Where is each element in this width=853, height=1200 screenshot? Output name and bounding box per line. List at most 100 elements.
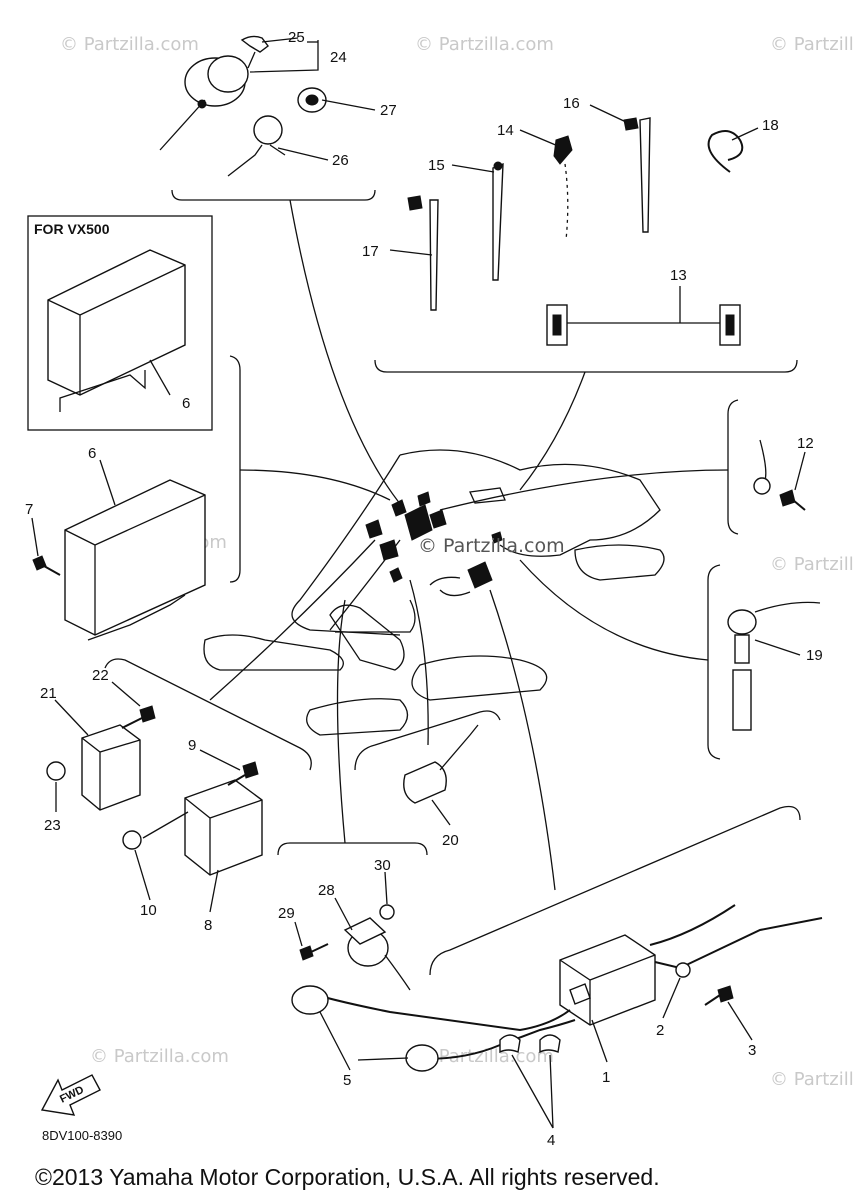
module-body xyxy=(184,779,263,876)
callout-16: 16 xyxy=(563,95,580,112)
lead-line xyxy=(336,599,346,844)
bolt-head xyxy=(242,761,259,779)
part-main-switch xyxy=(159,35,269,151)
leader xyxy=(451,164,495,173)
leader xyxy=(319,1011,409,1071)
watermark: © Partzilla.com xyxy=(770,1069,853,1090)
part-29-bolt xyxy=(299,943,329,961)
part-27-ring xyxy=(297,87,327,113)
stop-switch-wire xyxy=(227,144,286,177)
lead-line xyxy=(489,589,556,891)
leader xyxy=(662,977,681,1019)
callout-14: 14 xyxy=(497,122,514,139)
leader xyxy=(519,129,559,147)
callout-25: 25 xyxy=(288,29,305,46)
module-edge xyxy=(184,797,263,875)
bracket-top-left xyxy=(171,189,376,201)
callout-27: 27 xyxy=(380,102,397,119)
leader xyxy=(277,147,329,161)
lead-line xyxy=(239,469,391,501)
plug-cap xyxy=(405,1044,439,1072)
copyright-footer: ©2013 Yamaha Motor Corporation, U.S.A. A… xyxy=(35,1164,660,1190)
part-9-bolt xyxy=(227,761,259,786)
ecu-body xyxy=(64,479,206,636)
sensor-cap xyxy=(727,609,757,635)
hull-edge xyxy=(203,634,344,671)
callout-7: 7 xyxy=(25,501,33,518)
bracket-cdi xyxy=(104,658,312,771)
callout-15: 15 xyxy=(428,157,445,174)
leader xyxy=(731,127,759,141)
ecu-connector xyxy=(87,594,186,641)
leader xyxy=(54,699,89,736)
lead-line xyxy=(409,579,429,746)
leader xyxy=(321,99,376,111)
harness-lines xyxy=(209,199,729,891)
leader xyxy=(199,749,241,771)
part-8-module xyxy=(184,779,263,876)
part-12-ground xyxy=(753,439,806,511)
callout-30: 30 xyxy=(374,857,391,874)
bracket-coil xyxy=(429,805,801,976)
callout-23: 23 xyxy=(44,817,61,834)
switch-wire xyxy=(159,99,206,151)
capacitor-body xyxy=(403,761,447,804)
bracket-ground xyxy=(727,399,739,535)
coil-edge xyxy=(559,954,656,1025)
inset-ecu-edge xyxy=(47,264,186,395)
leader-lines xyxy=(31,37,806,1129)
inset-frame xyxy=(27,215,213,431)
clamp xyxy=(539,1034,561,1054)
callout-6-inset: 6 xyxy=(182,395,190,412)
leader xyxy=(334,897,353,931)
callout-28: 28 xyxy=(318,882,335,899)
callout-29: 29 xyxy=(278,905,295,922)
connector xyxy=(389,567,403,583)
lead-line xyxy=(519,559,709,661)
leader xyxy=(794,451,806,491)
callout-26: 26 xyxy=(332,152,349,169)
clip-head xyxy=(553,135,573,165)
coil-lead xyxy=(649,904,736,946)
lead-line xyxy=(289,199,406,511)
sensor-wire xyxy=(754,601,821,613)
connector xyxy=(365,519,383,539)
callout-21: 21 xyxy=(40,685,57,702)
group-brackets xyxy=(104,189,801,976)
callout-17: 17 xyxy=(362,243,379,260)
leader xyxy=(31,517,39,557)
part-16-band xyxy=(623,117,651,233)
bolt-head xyxy=(32,555,47,571)
ht-cable xyxy=(299,989,571,1032)
lanyard-cord xyxy=(247,51,256,69)
bolt-shank xyxy=(43,565,61,576)
bracket-sensor xyxy=(707,564,721,760)
lead-line xyxy=(439,469,729,511)
part-6-ecu xyxy=(64,479,206,641)
connector xyxy=(391,499,407,517)
callout-9: 9 xyxy=(188,737,196,754)
leader xyxy=(511,1054,554,1129)
ground-bolt-head xyxy=(779,489,796,507)
callout-22: 22 xyxy=(92,667,109,684)
inset-for-vx500: FOR VX500 xyxy=(27,215,213,431)
module-edge xyxy=(81,737,141,810)
bolt-shank xyxy=(121,717,143,729)
part-18-clip xyxy=(707,130,744,173)
watermark: © Partzilla.com xyxy=(415,1046,554,1067)
leader xyxy=(99,459,116,506)
callout-8: 8 xyxy=(204,917,212,934)
part-28-sensor xyxy=(343,917,411,991)
callout-3: 3 xyxy=(748,1042,756,1059)
coil-lead xyxy=(654,917,823,970)
callout-2: 2 xyxy=(656,1022,664,1039)
connector xyxy=(467,561,493,589)
connector xyxy=(379,539,399,561)
capacitor-wire xyxy=(439,724,479,771)
bolt-shank xyxy=(704,994,721,1006)
bolt-shank xyxy=(227,774,246,786)
leader xyxy=(134,849,151,901)
hull-outline xyxy=(203,449,665,736)
leader xyxy=(384,871,388,905)
sensor-tube xyxy=(732,669,752,731)
